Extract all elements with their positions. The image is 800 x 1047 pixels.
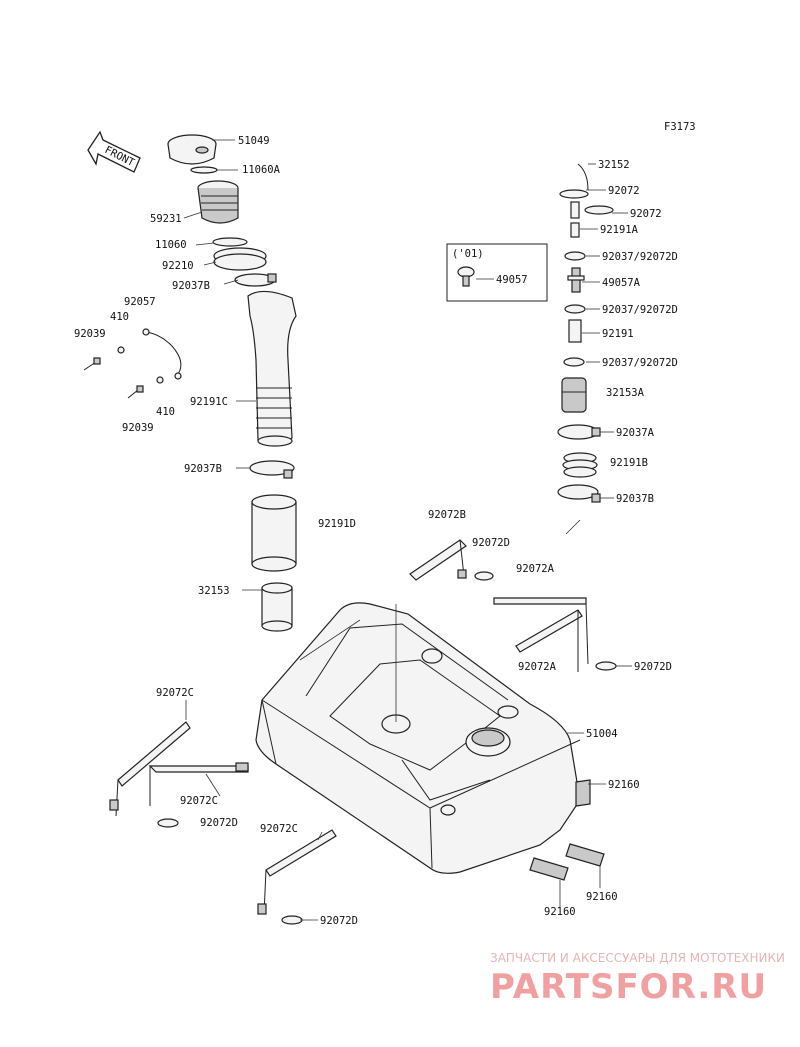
callout-92072c-mid: 92072C <box>180 795 218 807</box>
callout-51049: 51049 <box>238 135 270 147</box>
inset-year: ('01) <box>452 248 484 260</box>
callout-49057a: 49057A <box>602 277 641 289</box>
callout-11060: 11060 <box>155 239 187 251</box>
callout-11060a: 11060A <box>242 164 281 176</box>
band-c-low-icon <box>257 829 337 915</box>
callout-92037a: 92037A <box>616 427 655 439</box>
callout-92191b: 92191B <box>610 457 648 469</box>
callout-92072-b: 92072 <box>630 208 662 220</box>
vent-hook-icon <box>577 163 589 191</box>
nut-ring-icon <box>213 247 267 271</box>
callout-92072c-top: 92072C <box>156 687 194 699</box>
callout-410-top: 410 <box>110 311 129 323</box>
callout-92037-92072d-1: 92037/92072D <box>602 251 678 263</box>
callout-410-low: 410 <box>156 406 175 418</box>
band-clip-d2-icon <box>595 661 617 671</box>
callout-92191: 92191 <box>602 328 634 340</box>
callout-92160-low: 92160 <box>544 906 576 918</box>
callout-92160-right: 92160 <box>586 891 618 903</box>
watermark-brand: PARTSFOR.RU <box>490 967 767 1007</box>
cap-gasket-icon <box>190 166 218 174</box>
vent-hose-icon <box>251 494 297 572</box>
callout-92072c-low: 92072C <box>260 823 298 835</box>
callout-92072-a: 92072 <box>608 185 640 197</box>
callout-92072b: 92072B <box>428 509 466 521</box>
callout-labels: 51049 11060A 59231 11060 92210 92037B 92… <box>74 135 678 927</box>
callout-92210: 92210 <box>162 260 194 272</box>
callout-51004: 51004 <box>586 728 618 740</box>
pipe-sleeve-icon <box>261 582 293 632</box>
callout-92072a-top: 92072A <box>516 563 555 575</box>
fuel-filter-icon <box>561 377 587 413</box>
rubber-pad-icon <box>529 779 605 881</box>
hose-clamp-lower-icon <box>249 460 295 479</box>
callout-92191c: 92191C <box>190 396 228 408</box>
band-c-left-icon <box>109 721 191 817</box>
hose-clamp-icon <box>234 273 277 287</box>
leader-lines <box>183 139 632 921</box>
callout-92191a: 92191A <box>600 224 639 236</box>
callout-92039-low: 92039 <box>122 422 154 434</box>
callout-92072d-right: 92072D <box>634 661 672 673</box>
filler-hose-icon <box>247 290 297 447</box>
front-arrow-icon: FRONT <box>87 130 141 173</box>
clamp-1-icon <box>564 251 586 261</box>
callout-32153a: 32153A <box>606 387 645 399</box>
band-clip-d4-icon <box>281 915 303 925</box>
callout-92037b-right: 92037B <box>616 493 654 505</box>
clamp-3-icon <box>563 357 585 367</box>
figure-code: F3173 <box>664 121 696 133</box>
inset-box: ('01) <box>446 243 548 302</box>
clamp-2-icon <box>564 304 586 314</box>
clamp-b-icon <box>557 484 601 503</box>
hose-b-icon <box>568 319 582 343</box>
watermark: ЗАПЧАСТИ И АКСЕССУАРЫ ДЛЯ МОТОТЕХНИКИ PA… <box>490 951 785 1007</box>
callout-92072d-left: 92072D <box>200 817 238 829</box>
band-clip-d-icon <box>474 571 494 581</box>
callout-92037b-top: 92037B <box>172 280 210 292</box>
clamp-a-icon <box>557 424 601 440</box>
callout-92160-top: 92160 <box>608 779 640 791</box>
callout-49057: 49057 <box>496 274 528 286</box>
fuel-cap-icon <box>167 134 217 165</box>
fuel-tank-icon <box>255 602 581 874</box>
callout-59231: 59231 <box>150 213 182 225</box>
callout-92191d: 92191D <box>318 518 356 530</box>
callout-92072d-top: 92072D <box>472 537 510 549</box>
callout-32152: 32152 <box>598 159 630 171</box>
band-c-mid-icon <box>148 762 249 806</box>
callout-92037b-mid: 92037B <box>184 463 222 475</box>
bellows-hose-icon <box>562 452 598 478</box>
callout-92057: 92057 <box>124 296 156 308</box>
callout-92072a-low: 92072A <box>518 661 557 673</box>
band-a-icon <box>493 597 589 672</box>
band-clip-d3-icon <box>157 818 179 828</box>
short-hose-icon <box>570 201 580 219</box>
neck-gasket-icon <box>212 237 248 247</box>
filler-neck-icon <box>197 180 239 224</box>
callout-92037-92072d-2: 92037/92072D <box>602 304 678 316</box>
hose-a-icon <box>570 222 580 238</box>
callout-92037-92072d-3: 92037/92072D <box>602 357 678 369</box>
ground-wire-icon <box>83 328 182 399</box>
clip-icon <box>559 189 589 199</box>
callout-32153: 32153 <box>198 585 230 597</box>
fitting-icon <box>567 267 585 293</box>
callout-92039-top: 92039 <box>74 328 106 340</box>
band-b-icon <box>409 539 467 581</box>
watermark-tagline: ЗАПЧАСТИ И АКСЕССУАРЫ ДЛЯ МОТОТЕХНИКИ <box>490 951 785 965</box>
clip-side-icon <box>584 205 614 215</box>
callout-92072d-low: 92072D <box>320 915 358 927</box>
